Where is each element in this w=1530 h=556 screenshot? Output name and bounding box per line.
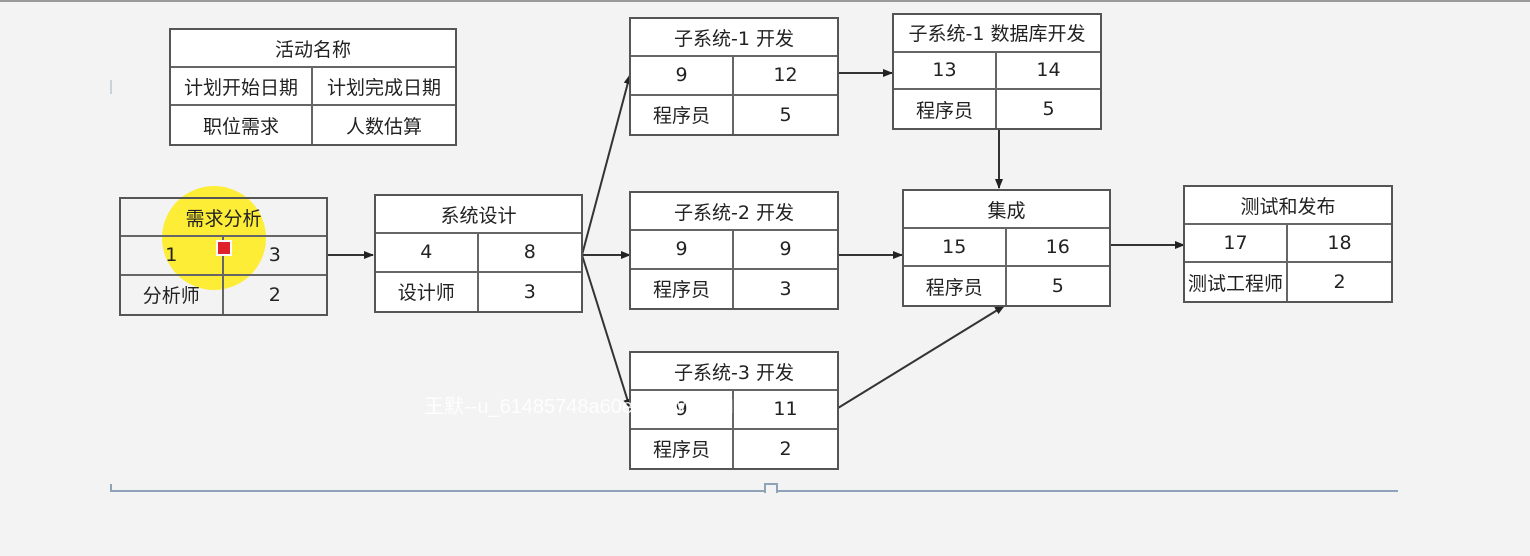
node-requirements-analysis: 需求分析 1 3 分析师 2	[119, 197, 328, 316]
node-title: 测试和发布	[1185, 187, 1391, 225]
node-count: 5	[1051, 275, 1064, 297]
node-subsystem-2-dev: 子系统-2 开发 9 9 程序员 3	[629, 191, 839, 310]
timeline-start-tick	[110, 484, 112, 492]
node-role: 测试工程师	[1185, 263, 1288, 301]
node-role: 程序员	[631, 429, 734, 468]
node-subsystem-1-db-dev: 子系统-1 数据库开发 13 14 程序员 5	[892, 13, 1102, 130]
node-count: 2	[1333, 271, 1346, 293]
node-title: 子系统-3 开发	[631, 353, 837, 392]
node-end: 12	[734, 57, 837, 96]
legend-end: 计划完成日期	[313, 68, 455, 106]
node-end: 8	[478, 234, 581, 273]
arrow-design-to-sub1	[581, 74, 632, 256]
node-end: 18	[1288, 225, 1391, 263]
legend-role: 职位需求	[171, 106, 313, 144]
legend-count: 人数估算	[345, 115, 422, 138]
node-system-design: 系统设计 4 8 设计师 3	[374, 194, 583, 313]
node-start: 17	[1185, 225, 1288, 263]
timeline-scrubber[interactable]	[110, 490, 1398, 492]
node-count: 3	[523, 280, 536, 303]
node-title: 子系统-1 数据库开发	[894, 15, 1100, 53]
node-test-and-release: 测试和发布 17 18 测试工程师 2	[1183, 185, 1393, 303]
window-top-border	[0, 0, 1530, 2]
node-count: 3	[779, 277, 792, 300]
node-start: 1	[121, 237, 224, 276]
node-start: 4	[376, 234, 479, 273]
pointer-cursor-icon	[216, 240, 232, 256]
node-count: 5	[1042, 98, 1055, 121]
node-title: 集成	[904, 191, 1109, 229]
arrow-design-to-sub3	[581, 254, 632, 409]
node-start: 9	[631, 57, 734, 96]
node-end: 14	[997, 53, 1100, 91]
node-role: 分析师	[121, 275, 224, 314]
node-end: 3	[223, 237, 326, 276]
node-end: 16	[1006, 229, 1109, 267]
node-role: 设计师	[376, 272, 479, 311]
node-title: 系统设计	[376, 196, 581, 235]
timeline-playhead[interactable]	[764, 483, 778, 493]
node-title: 子系统-2 开发	[631, 193, 837, 232]
node-end: 9	[734, 231, 837, 270]
node-start: 9	[631, 231, 734, 270]
node-role: 程序员	[894, 90, 997, 128]
node-start: 13	[894, 52, 997, 91]
arrow-sub3-to-integ	[837, 305, 1005, 409]
legend-title: 活动名称	[171, 30, 455, 68]
left-edge-mark	[110, 80, 112, 94]
legend-node: 活动名称 计划开始日期 计划完成日期 职位需求 人数估算	[169, 28, 457, 146]
node-start: 9	[631, 391, 734, 430]
node-title: 需求分析	[121, 199, 326, 238]
node-subsystem-1-dev: 子系统-1 开发 9 12 程序员 5	[629, 17, 839, 136]
node-role: 程序员	[631, 95, 734, 134]
legend-start: 计划开始日期	[171, 68, 313, 106]
node-integration: 集成 15 16 程序员 5	[902, 189, 1111, 307]
user-watermark: 王默--u_61485748a60ed_pLWSuHkMY	[424, 396, 774, 418]
cursor-highlight	[162, 186, 266, 290]
node-start: 15	[904, 229, 1007, 267]
node-role: 程序员	[631, 269, 734, 308]
node-title: 子系统-1 开发	[631, 19, 837, 58]
node-count: 5	[779, 103, 792, 126]
node-subsystem-3-dev: 子系统-3 开发 9 11 程序员 2	[629, 351, 839, 470]
node-role: 程序员	[904, 267, 1007, 305]
node-count: 2	[268, 283, 281, 306]
node-count: 2	[779, 437, 792, 460]
node-end: 11	[734, 391, 837, 430]
